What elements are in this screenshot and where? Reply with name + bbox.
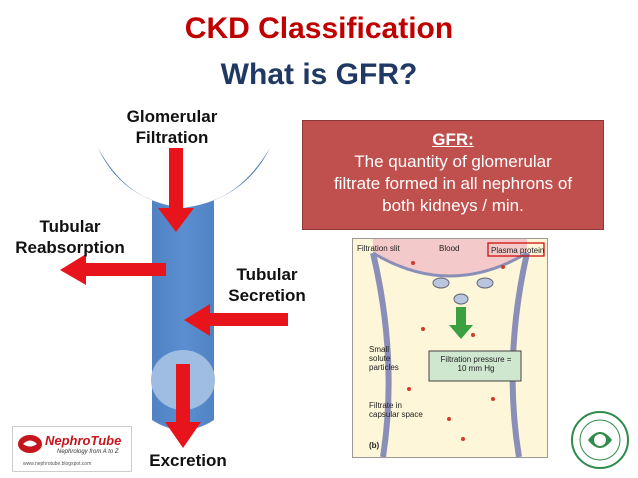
glomerular-label-line1: Glomerular <box>126 107 218 126</box>
inset-illustration <box>353 239 547 457</box>
nephrotube-logo-tagline: Nephrology from A to Z <box>57 449 119 455</box>
excretion-label: Excretion <box>149 451 227 470</box>
inset-small-solute-line2: solute <box>369 354 391 363</box>
reabsorption-label: Tubular Reabsorption <box>8 216 132 258</box>
tubule-shape <box>98 148 270 430</box>
inset-filtrate-line2: capsular space <box>369 410 423 419</box>
inset-blood: Blood <box>439 244 460 253</box>
secretion-label: Tubular Secretion <box>212 264 322 306</box>
inset-panel-label: (b) <box>369 441 380 450</box>
gfr-text-line3: both kidneys / min. <box>382 196 524 215</box>
slide-title: CKD Classification <box>184 12 454 45</box>
inset-small-solute: Small solute particles <box>369 345 399 372</box>
excretion-arrow <box>165 364 201 448</box>
inset-small-solute-line3: particles <box>369 363 399 372</box>
inset-pressure-line1: Filtration pressure = <box>440 355 512 364</box>
inset-filtrate: Filtrate in capsular space <box>369 401 423 419</box>
inset-small-solute-line1: Small <box>369 345 390 354</box>
inset-plasma-protein: Plasma protein <box>491 246 545 255</box>
secretion-label-line2: Secretion <box>228 286 306 305</box>
secretion-arrow <box>184 304 288 336</box>
gfr-text-line2: filtrate formed in all nephrons of <box>333 174 573 193</box>
filtration-arrow <box>158 148 194 232</box>
gfr-heading: GFR: <box>432 130 474 149</box>
nephrotube-logo-url: www.nephrotube.blogspot.com <box>23 461 92 467</box>
nephrotube-logo-name: NephroTube <box>45 433 122 448</box>
inset-pressure-line2: 10 mm Hg <box>457 364 495 373</box>
reabsorption-label-line1: Tubular <box>39 217 101 236</box>
secretion-label-line1: Tubular <box>236 265 298 284</box>
gfr-definition-box: GFR: The quantity of glomerular filtrate… <box>302 120 604 230</box>
reabsorption-arrow <box>60 254 166 285</box>
society-emblem-logo <box>571 411 629 469</box>
nephrotube-logo: NephroTube Nephrology from A to Z www.ne… <box>12 426 132 472</box>
filtration-inset-figure: Filtration slit Blood Plasma protein Sma… <box>352 238 548 458</box>
gfr-text-line1: The quantity of glomerular <box>354 152 552 171</box>
reabsorption-label-line2: Reabsorption <box>15 238 125 257</box>
slide-subtitle: What is GFR? <box>220 58 418 91</box>
inset-filtration-slit: Filtration slit <box>357 244 400 253</box>
glomerular-label: Glomerular Filtration <box>112 106 232 148</box>
nephrotube-logo-icon <box>18 435 42 453</box>
inset-pressure: Filtration pressure = 10 mm Hg <box>431 355 521 373</box>
inset-filtrate-line1: Filtrate in <box>369 401 402 410</box>
glomerular-label-line2: Filtration <box>135 128 209 147</box>
